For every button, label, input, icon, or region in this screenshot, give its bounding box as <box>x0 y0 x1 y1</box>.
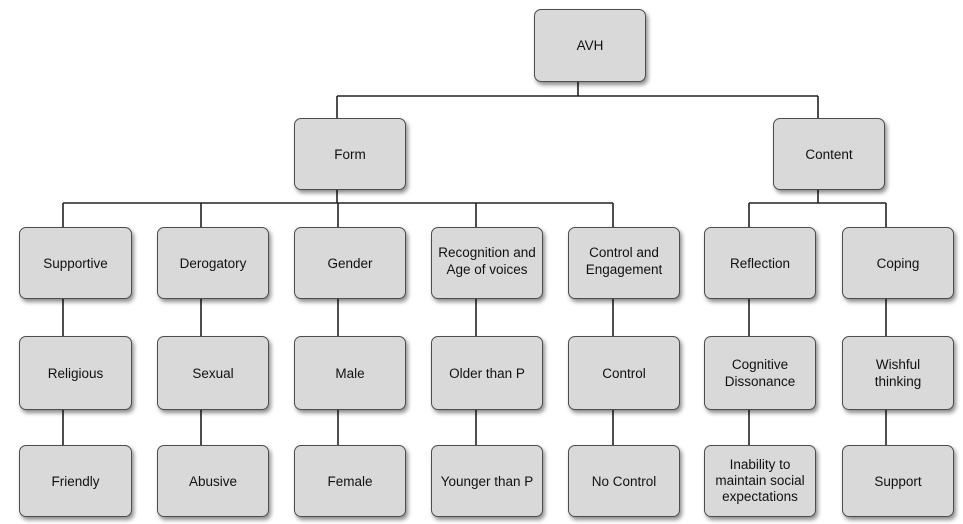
node-control-engagement: Control and Engagement <box>568 227 680 299</box>
node-older-than-p: Older than P <box>431 336 543 410</box>
connector-form <box>62 190 614 227</box>
node-no-control: No Control <box>568 445 680 517</box>
node-recognition: Recognition and Age of voices <box>431 227 543 299</box>
node-gender: Gender <box>294 227 406 299</box>
node-avh: AVH <box>534 9 646 82</box>
node-abusive: Abusive <box>157 445 269 517</box>
node-friendly: Friendly <box>19 445 132 517</box>
node-inability: Inability to maintain social expectation… <box>704 445 816 517</box>
node-wishful-thinking: Wishful thinking <box>842 336 954 410</box>
node-coping: Coping <box>842 227 954 299</box>
node-derogatory: Derogatory <box>157 227 269 299</box>
node-religious: Religious <box>19 336 132 410</box>
node-form: Form <box>294 118 406 190</box>
node-reflection: Reflection <box>704 227 816 299</box>
node-support: Support <box>842 445 954 517</box>
node-supportive: Supportive <box>19 227 132 299</box>
node-female: Female <box>294 445 406 517</box>
node-sexual: Sexual <box>157 336 269 410</box>
connector-chains <box>62 299 887 445</box>
node-control: Control <box>568 336 680 410</box>
node-content: Content <box>773 118 885 190</box>
node-cognitive-dissonance: Cognitive Dissonance <box>704 336 816 410</box>
connector-avh <box>336 82 819 118</box>
node-male: Male <box>294 336 406 410</box>
node-younger-than-p: Younger than P <box>431 445 543 517</box>
connector-content <box>748 190 887 227</box>
